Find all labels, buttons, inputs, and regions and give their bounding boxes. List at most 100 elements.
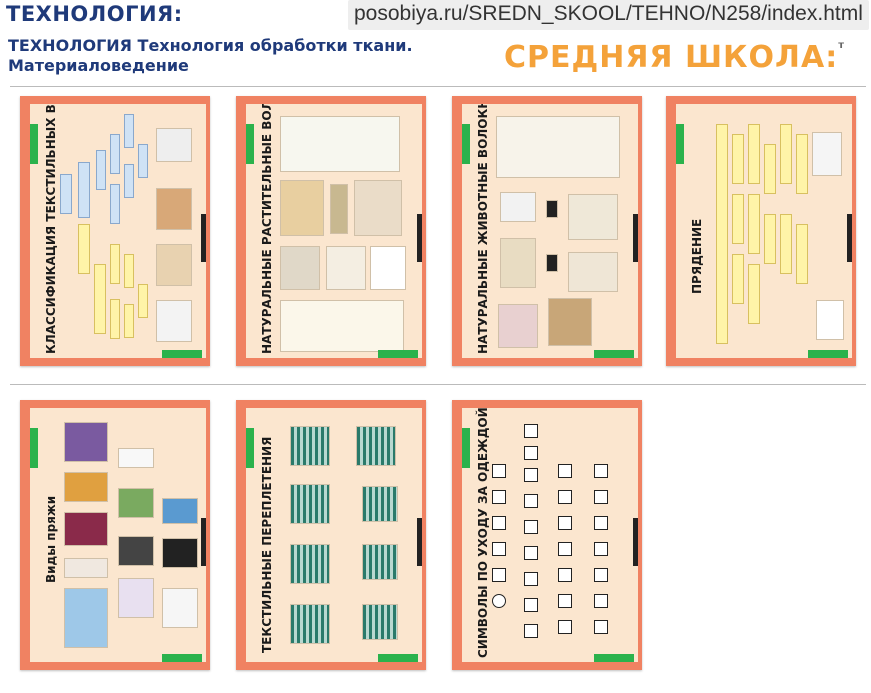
care-symbol-icon bbox=[558, 464, 572, 478]
care-symbol-icon bbox=[524, 624, 538, 638]
diagram-box bbox=[110, 299, 120, 339]
weave-image bbox=[290, 604, 330, 644]
cotton-image bbox=[156, 300, 192, 342]
care-symbol-icon bbox=[524, 572, 538, 586]
poster-content: Виды пряжи bbox=[30, 408, 206, 662]
poster-title: СИМВОЛЫ ПО УХОДУ ЗА ОДЕЖДОЙ bbox=[476, 408, 490, 658]
poster-tab bbox=[417, 214, 422, 262]
diagram-box bbox=[732, 194, 744, 244]
poster-green-bar bbox=[378, 350, 418, 358]
diagram-box bbox=[124, 254, 134, 288]
divider-middle bbox=[10, 384, 866, 385]
poster-animal-fibers[interactable]: НАТУРАЛЬНЫЕ ЖИВОТНЫЕ ВОЛОКНА bbox=[452, 96, 642, 366]
flax-stem-image bbox=[280, 180, 324, 236]
fiber-micro-image bbox=[546, 200, 558, 218]
care-symbol-icon bbox=[492, 464, 506, 478]
weave-image bbox=[290, 544, 330, 584]
yarn-sample-image bbox=[812, 132, 842, 176]
yarn-image bbox=[162, 538, 198, 568]
care-symbol-icon bbox=[524, 494, 538, 508]
diagram-box bbox=[796, 224, 808, 284]
poster-side-strip bbox=[462, 428, 470, 468]
poster-green-bar bbox=[162, 350, 202, 358]
care-symbol-icon bbox=[524, 520, 538, 534]
yarn-image bbox=[64, 588, 108, 648]
fiber-magnified-image bbox=[354, 180, 402, 236]
brand-text: СРЕДНЯЯ ШКОЛА: bbox=[504, 40, 839, 75]
poster-title: КЛАССИФИКАЦИЯ ТЕКСТИЛЬНЫХ ВОЛОКОН bbox=[44, 104, 58, 354]
page-title: ТЕХНОЛОГИЯ: bbox=[6, 2, 183, 26]
yarn-image bbox=[64, 422, 108, 462]
diagram-box bbox=[764, 144, 776, 194]
diagram-box bbox=[110, 184, 120, 224]
diagram-box bbox=[764, 214, 776, 264]
diagram-box bbox=[124, 304, 134, 338]
poster-content: НАТУРАЛЬНЫЕ ЖИВОТНЫЕ ВОЛОКНА bbox=[462, 104, 638, 358]
url-bar[interactable]: posobiya.ru/SREDN_SKOOL/TEHNO/N258/index… bbox=[348, 0, 869, 30]
wool-texture-image bbox=[548, 298, 592, 346]
silk-image bbox=[156, 128, 192, 162]
weave-image bbox=[362, 544, 398, 580]
poster-side-strip bbox=[246, 124, 254, 164]
sheep-image bbox=[568, 252, 618, 292]
poster-care-symbols[interactable]: СИМВОЛЫ ПО УХОДУ ЗА ОДЕЖДОЙ bbox=[452, 400, 642, 670]
cotton-plant-image bbox=[280, 300, 404, 352]
diagram-box bbox=[94, 264, 106, 334]
poster-tab bbox=[201, 518, 206, 566]
diagram-box bbox=[110, 134, 120, 174]
poster-green-bar bbox=[378, 654, 418, 662]
cocoon-image bbox=[500, 192, 536, 222]
poster-content: ТЕКСТИЛЬНЫЕ ПЕРЕПЛЕТЕНИЯ bbox=[246, 408, 422, 662]
yarn-image bbox=[162, 498, 198, 524]
care-symbol-icon bbox=[594, 516, 608, 530]
poster-tab bbox=[201, 214, 206, 262]
cotton-boll-image bbox=[326, 246, 366, 290]
poster-title: ПРЯДЕНИЕ bbox=[690, 218, 704, 294]
product-title-line1: ТЕХНОЛОГИЯ Технология обработки ткани. bbox=[8, 36, 413, 55]
care-symbol-icon bbox=[594, 490, 608, 504]
diagram-box bbox=[78, 224, 90, 274]
poster-weaves[interactable]: ТЕКСТИЛЬНЫЕ ПЕРЕПЛЕТЕНИЯ bbox=[236, 400, 426, 670]
poster-plant-fibers[interactable]: НАТУРАЛЬНЫЕ РАСТИТЕЛЬНЫЕ ВОЛОКНА bbox=[236, 96, 426, 366]
fiber-micro-image bbox=[546, 254, 558, 272]
poster-title: НАТУРАЛЬНЫЕ ЖИВОТНЫЕ ВОЛОКНА bbox=[476, 104, 490, 354]
yarn-image bbox=[162, 588, 198, 628]
poster-tab bbox=[417, 518, 422, 566]
fiber-sample-image bbox=[280, 246, 320, 290]
poster-yarn-types[interactable]: Виды пряжи bbox=[20, 400, 210, 670]
care-symbol-icon bbox=[594, 594, 608, 608]
cotton-image bbox=[370, 246, 406, 290]
weave-image bbox=[362, 604, 398, 640]
diagram-box bbox=[138, 144, 148, 178]
yarn-image bbox=[118, 448, 154, 468]
weave-image bbox=[290, 426, 330, 466]
diagram-box bbox=[96, 150, 106, 190]
wool-yarn-image bbox=[500, 238, 536, 288]
poster-tab bbox=[633, 518, 638, 566]
yarn-image bbox=[64, 512, 108, 546]
poster-green-bar bbox=[162, 654, 202, 662]
brand-suffix: т bbox=[838, 40, 844, 51]
poster-spinning[interactable]: ПРЯДЕНИЕ bbox=[666, 96, 856, 366]
diagram-box bbox=[748, 264, 760, 324]
diagram-box bbox=[110, 244, 120, 284]
diagram-box bbox=[780, 124, 792, 184]
poster-green-bar bbox=[808, 350, 848, 358]
diagram-box bbox=[78, 162, 90, 218]
poster-content: НАТУРАЛЬНЫЕ РАСТИТЕЛЬНЫЕ ВОЛОКНА bbox=[246, 104, 422, 358]
poster-title: Виды пряжи bbox=[44, 495, 58, 583]
poster-classification[interactable]: КЛАССИФИКАЦИЯ ТЕКСТИЛЬНЫХ ВОЛОКОН bbox=[20, 96, 210, 366]
flax-image bbox=[156, 244, 192, 286]
care-symbol-icon bbox=[492, 568, 506, 582]
care-symbol-icon bbox=[594, 568, 608, 582]
poster-side-strip bbox=[462, 124, 470, 164]
care-symbol-icon bbox=[492, 516, 506, 530]
poster-content: СИМВОЛЫ ПО УХОДУ ЗА ОДЕЖДОЙ bbox=[462, 408, 638, 662]
care-symbol-icon bbox=[558, 490, 572, 504]
care-symbol-icon bbox=[594, 464, 608, 478]
care-symbol-icon bbox=[524, 446, 538, 460]
yarn-image bbox=[118, 488, 154, 518]
poster-side-strip bbox=[246, 428, 254, 468]
poster-side-strip bbox=[30, 428, 38, 468]
care-symbol-icon bbox=[558, 568, 572, 582]
